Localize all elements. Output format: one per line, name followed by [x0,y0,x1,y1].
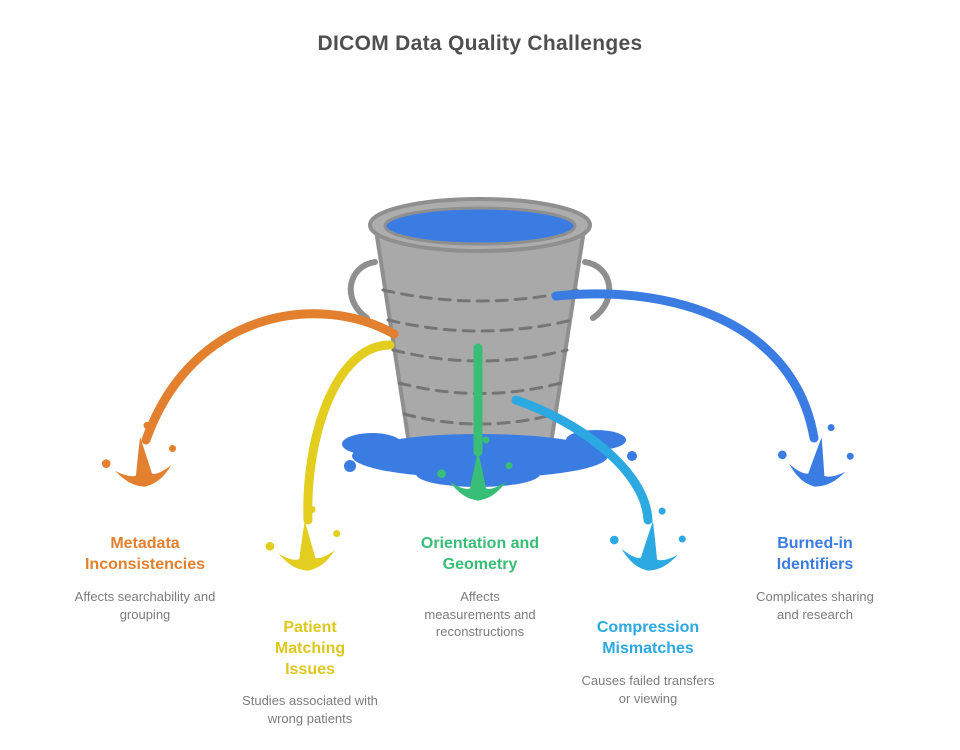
challenge-title: Metadata Inconsistencies [84,535,206,573]
challenge-description: Affects searchability and grouping [74,588,216,622]
stream-arc [141,309,399,445]
challenge-description: Complicates sharing and research [756,588,874,622]
stream-arc [551,289,819,443]
bucket-handle-right [582,259,613,321]
challenge-patient-matching-issues: Patient Matching Issues Studies associat… [210,618,410,728]
challenge-compression-mismatches: Compression Mismatches Causes failed tra… [548,618,748,707]
stream-metadata-inconsistencies [98,309,399,491]
bucket-handle-left [347,259,378,321]
splash-icon [263,504,343,574]
challenge-title: Compression Mismatches [596,619,700,657]
challenge-description: Studies associated with wrong patients [242,693,378,727]
challenge-title: Burned-in Identifiers [776,535,854,573]
challenge-title: Orientation and Geometry [420,535,540,573]
challenge-description: Affects measurements and reconstructions [424,588,536,640]
stream-arc [511,395,653,525]
stream-burned-in-identifiers [551,289,858,492]
challenge-orientation-and-geometry: Orientation and Geometry Affects measure… [380,534,580,641]
stream-compression-mismatches [511,395,689,575]
stream-arc [303,340,395,525]
stream-patient-matching-issues [263,340,395,574]
challenge-title: Patient Matching Issues [274,619,346,678]
challenge-description: Causes failed transfers or viewing [581,672,715,706]
challenge-metadata-inconsistencies: Metadata Inconsistencies Affects searcha… [45,534,245,623]
page-title: DICOM Data Quality Challenges [317,32,643,55]
challenge-burned-in-identifiers: Burned-in Identifiers Complicates sharin… [715,534,915,623]
stream-orientation-and-geometry [437,343,513,501]
splash-icon [98,419,180,491]
bucket-water-surface [383,206,577,246]
